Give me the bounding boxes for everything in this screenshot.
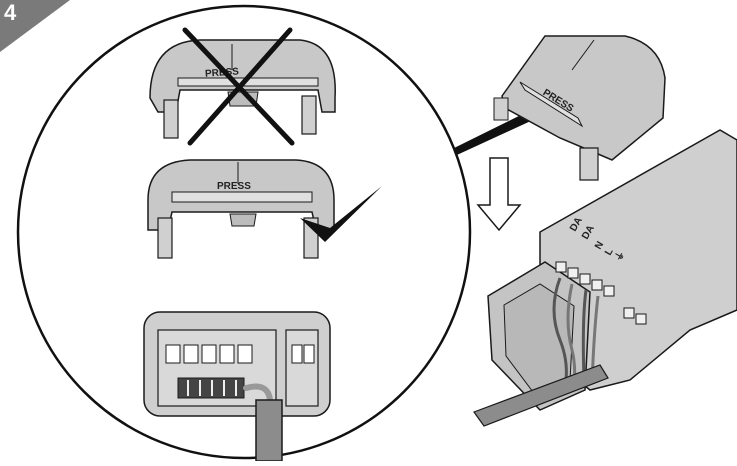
checkmark-icon: [300, 186, 382, 242]
step-number: 4: [4, 0, 17, 25]
terminal-label-l: L: [603, 247, 616, 258]
detail-circle: [16, 4, 472, 460]
terminal-slots: [165, 344, 315, 364]
terminal-block-detail: [143, 311, 331, 462]
press-label-correct: PRESS: [217, 181, 251, 192]
cable-main: [473, 364, 609, 427]
cap-wrong-orientation: PRESS: [149, 39, 336, 139]
arrow-down-icon: [476, 157, 522, 232]
leader-line: [440, 104, 546, 160]
cross-icon: [182, 27, 295, 146]
step-badge: 4: [0, 0, 70, 52]
cable-detail: [255, 399, 283, 462]
terminal-screws: [555, 261, 647, 325]
cap-correct-orientation: PRESS: [147, 159, 335, 259]
cap-standalone: PRESS: [493, 35, 666, 181]
driver-unit: DA DA N L ⏚: [473, 129, 737, 427]
terminal-label-n: N: [593, 240, 606, 252]
